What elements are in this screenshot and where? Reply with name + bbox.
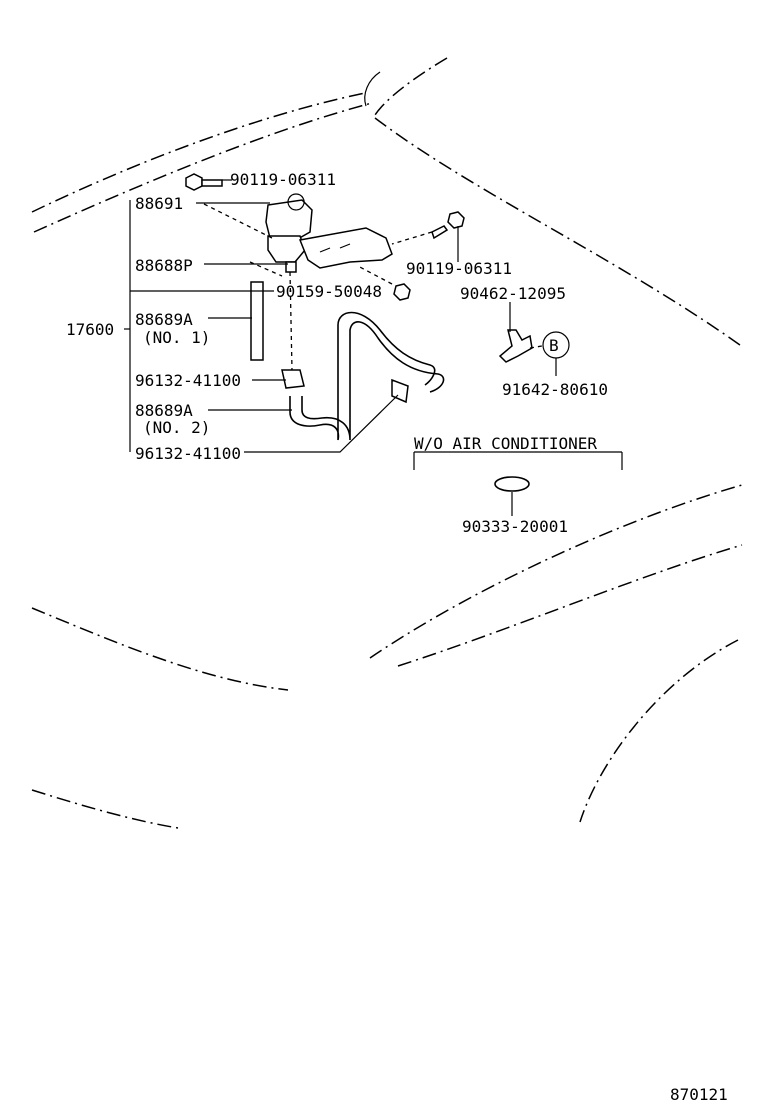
label-88689a-2: 88689A bbox=[135, 401, 193, 420]
illustration-code: 870121 bbox=[670, 1085, 728, 1104]
grommet-90333 bbox=[494, 476, 530, 492]
marker-b-link bbox=[529, 345, 543, 349]
label-clip-1: 96132-41100 bbox=[135, 371, 241, 390]
bolt-upper bbox=[185, 173, 223, 191]
height-sensor-assembly bbox=[265, 193, 393, 273]
assembly-lines bbox=[203, 203, 433, 371]
label-91642: 91642-80610 bbox=[502, 380, 608, 399]
label-88688p: 88688P bbox=[135, 256, 193, 275]
clip-90462 bbox=[498, 329, 533, 363]
label-88691: 88691 bbox=[135, 194, 183, 213]
nut-90159 bbox=[393, 283, 411, 301]
marker-b: B bbox=[549, 336, 559, 355]
label-90159: 90159-50048 bbox=[276, 282, 382, 301]
label-bolt-upper: 90119-06311 bbox=[230, 170, 336, 189]
label-no2: (NO. 2) bbox=[143, 418, 210, 437]
label-no1: (NO. 1) bbox=[143, 328, 210, 347]
leader-lines bbox=[124, 179, 623, 516]
label-clip-2: 96132-41100 bbox=[135, 444, 241, 463]
label-90333: 90333-20001 bbox=[462, 517, 568, 536]
label-17600: 17600 bbox=[66, 320, 114, 339]
vehicle-body-outline bbox=[31, 57, 743, 829]
hose-clamp-1 bbox=[281, 369, 305, 389]
label-bolt-right: 90119-06311 bbox=[406, 259, 512, 278]
bolt-right bbox=[431, 211, 465, 240]
hose-no2 bbox=[289, 311, 445, 441]
label-90462: 90462-12095 bbox=[460, 284, 566, 303]
variant-heading: W/O AIR CONDITIONER bbox=[414, 434, 597, 453]
hose-no1 bbox=[250, 281, 264, 361]
label-88689a-1: 88689A bbox=[135, 310, 193, 329]
